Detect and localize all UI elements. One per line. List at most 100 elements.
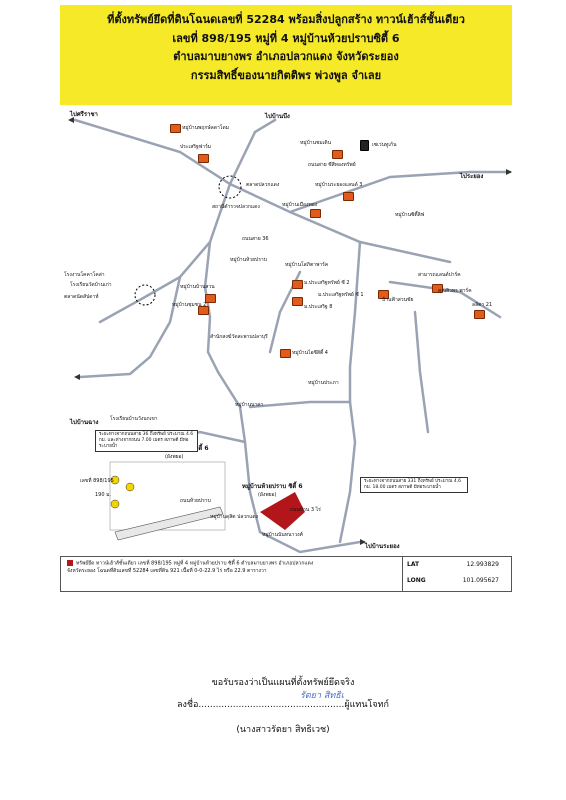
label-to-sriracha: ไปศรีราชา <box>70 111 98 118</box>
label-school2: โรงเรียนบ้านวังนกเขา <box>110 416 158 422</box>
long-value: 101.095627 <box>462 577 499 584</box>
road-south <box>216 370 362 554</box>
label-village-n: หมู่บ้านโสภิตาพาร์ค <box>285 262 329 268</box>
village-icon <box>205 294 216 303</box>
label-plot-190: 190 ม. <box>95 492 112 498</box>
location-map: ไปศรีราชา ไปบ้านบึง ไประยอง ไปบ้านฉาง ไป… <box>60 112 512 592</box>
subject-property-marker <box>260 492 305 530</box>
label-village-j: หมู่บ้านซิตี้ลิฟ <box>395 212 425 218</box>
label-village-i: บ้านฟ้าสวนชัย <box>382 297 414 303</box>
village-icon <box>198 306 209 315</box>
label-seven-eleven: เซเว่นทูเก้น <box>372 142 397 148</box>
label-to-ban-bueng: ไปบ้านบึง <box>265 113 290 120</box>
road-west-bottom <box>78 275 182 379</box>
label-village-a: หมู่บ้านชมเดิน <box>300 140 332 146</box>
label-to-rayong-bottom: ไปบ้านระยอง <box>365 543 400 550</box>
road-main-east <box>73 118 452 264</box>
label-village-g: ม.ประเสริฐ 8 <box>304 304 333 310</box>
label-station: สถานีตำรวจปลวกแดง <box>212 204 260 210</box>
title-banner: ที่ตั้งทรัพย์ยึดที่ดินโฉนดเลขที่ 52284 พ… <box>60 5 512 105</box>
label-village-q: หมู่บ้านนาคา <box>235 402 264 408</box>
store-icon <box>360 140 369 151</box>
label-village-k: สามารถแลนด์ปาร์ค <box>418 272 461 278</box>
village-row <box>114 506 224 541</box>
marker-3 <box>110 499 120 509</box>
village-icon <box>343 192 354 201</box>
label-school: ประเสริฐฟาร์ม <box>180 144 212 150</box>
label-road-1: ถนนห้วยปราบ <box>180 498 211 504</box>
label-village-u: หมู่บ้านนันทนาวงศ์ <box>262 532 303 538</box>
signer-name: (นางสาวรัตยา สิทธิเวช) <box>236 725 330 735</box>
callout-right: ระยะทางจากถนนสาย 331 ถึงทรัพย์ ประมาณ 4.… <box>360 477 468 493</box>
lat-value: 12.993829 <box>466 561 499 568</box>
legend-swatch <box>67 560 73 566</box>
legend-box: ทรัพย์ยึด ทาวน์เฮ้าส์ชั้นเดียว เลขที่ 89… <box>60 556 512 592</box>
sign-line: ลงชื่อ..................................… <box>177 700 389 710</box>
label-police: ตลาดปลวกแดง <box>246 182 280 188</box>
road-cross <box>248 400 352 409</box>
village-block-outline <box>109 461 226 531</box>
junction-circle-1 <box>218 175 242 199</box>
village-icon <box>474 310 485 319</box>
label-hospital: โรงเรียนวัดบ้านเก่า <box>70 282 112 288</box>
label-village-s-sub: (ผังพยอ) <box>258 492 277 498</box>
label-road-name-1: ถนนสาย 36 <box>242 236 269 242</box>
junction-circle-2 <box>134 284 156 306</box>
legend-line-2: จังหวัดระยอง โฉนดที่ดินเลขที่ 52284 เลขท… <box>67 567 267 574</box>
label-village-l: คุณสิวพร พาร์ค <box>438 288 472 294</box>
village-icon <box>198 154 209 163</box>
arrow-nw-icon <box>68 117 74 123</box>
title-line-1: ที่ตั้งทรัพย์ยึดที่ดินโฉนดเลขที่ 52284 พ… <box>107 13 465 26</box>
village-icon <box>432 284 443 293</box>
legend-line-1: ทรัพย์ยึด ทาวน์เฮ้าส์ชั้นเดียว เลขที่ 89… <box>76 560 314 567</box>
marker-1 <box>110 475 120 485</box>
road-east-vertical <box>338 240 362 544</box>
label-village-c: หมู่บ้านเมืองทอง <box>282 202 318 208</box>
label-to-rayong: ไประยอง <box>460 173 484 180</box>
title-line-3: ตำบลมาบยางพร อำเภอปลวกแดง จังหวัดระยอง <box>173 50 399 63</box>
label-road-top: ถนนสาย ซีสีทองทรัพย์ <box>308 162 356 168</box>
road-northeast <box>288 170 512 214</box>
callout-left: ระยะทางจากถนนสาย 36 ถึงทรัพย์ ประมาณ 4.6… <box>95 430 198 452</box>
label-to-ban-khai: ไปบ้านฉาง <box>70 419 99 426</box>
title-line-4: กรรมสิทธิ์ของนายกิตติพร พ่วงพูล จำเลย <box>190 68 382 82</box>
coordinates: LAT 12.993829 LONG 101.095627 <box>402 557 511 591</box>
label-temple: สำนักสงฆ์วัดสะพานปลาบุรี <box>210 334 268 340</box>
lat-label: LAT <box>407 561 420 568</box>
arrow-east-icon <box>506 169 512 175</box>
road-north <box>228 118 277 186</box>
label-village-p: หมู่บ้านประภา <box>308 380 339 386</box>
road-right <box>388 280 502 319</box>
label-village-f: ม.ประเสริฐทรัพย์ ซี 2 <box>304 280 350 286</box>
label-factory: โรงงานโคคาโคล่า <box>64 272 105 278</box>
village-icon <box>310 209 321 218</box>
label-village-s: หมู่บ้านห้วยปราบ ซิตี้ 6 <box>242 483 303 490</box>
village-icon <box>292 297 303 306</box>
label-village-e: หมู่บ้านชุมชน 2 <box>172 302 207 308</box>
arrow-south-icon <box>360 539 366 545</box>
label-road-2: ถนนบ้าน 3 ไร่ <box>290 507 321 513</box>
label-village-huaiprab: หมู่บ้านห้วยปราบ <box>230 257 267 263</box>
label-village-h: ม.ประเสริฐทรัพย์ ซี 1 <box>318 292 364 298</box>
label-village-d: หมู่บ้านบ้านสวน <box>180 284 215 290</box>
road-right-vertical <box>413 310 430 434</box>
label-village-t: หมู่บ้านดุสิต ปลวกแดง <box>210 514 259 520</box>
label-village-m: ลลิตา 21 <box>472 302 493 308</box>
label-village-r-sub: (ผังพยอ) <box>165 454 184 460</box>
long-label: LONG <box>407 577 426 584</box>
title-line-2: เลขที่ 898/195 หมู่ที่ 4 หมู่บ้านห้วยปรา… <box>172 31 400 45</box>
village-icon <box>378 290 389 299</box>
village-icon <box>332 150 343 159</box>
marker-2 <box>125 482 135 492</box>
label-plot-no: เลขที่ 898/195 <box>80 478 114 484</box>
label-village-top: หมู่บ้านพฤกษ์ลดาโดม <box>182 125 229 131</box>
label-village-b: หมู่บ้านระยองแลนด์ 3 <box>315 182 363 188</box>
label-market: ตลาดนัดสัปดาห์ <box>64 294 99 300</box>
road-central <box>203 240 220 374</box>
legend-text: ทรัพย์ยึด ทาวน์เฮ้าส์ชั้นเดียว เลขที่ 89… <box>67 560 397 575</box>
arrow-west-icon <box>74 374 80 380</box>
village-icon <box>170 124 181 133</box>
signature-scrawl: รัตยา สิทธิเ <box>300 691 344 701</box>
village-icon <box>280 349 291 358</box>
certify-text: ขอรับรองว่าเป็นแผนที่ตั้งทรัพย์ยึดจริง <box>211 678 355 688</box>
